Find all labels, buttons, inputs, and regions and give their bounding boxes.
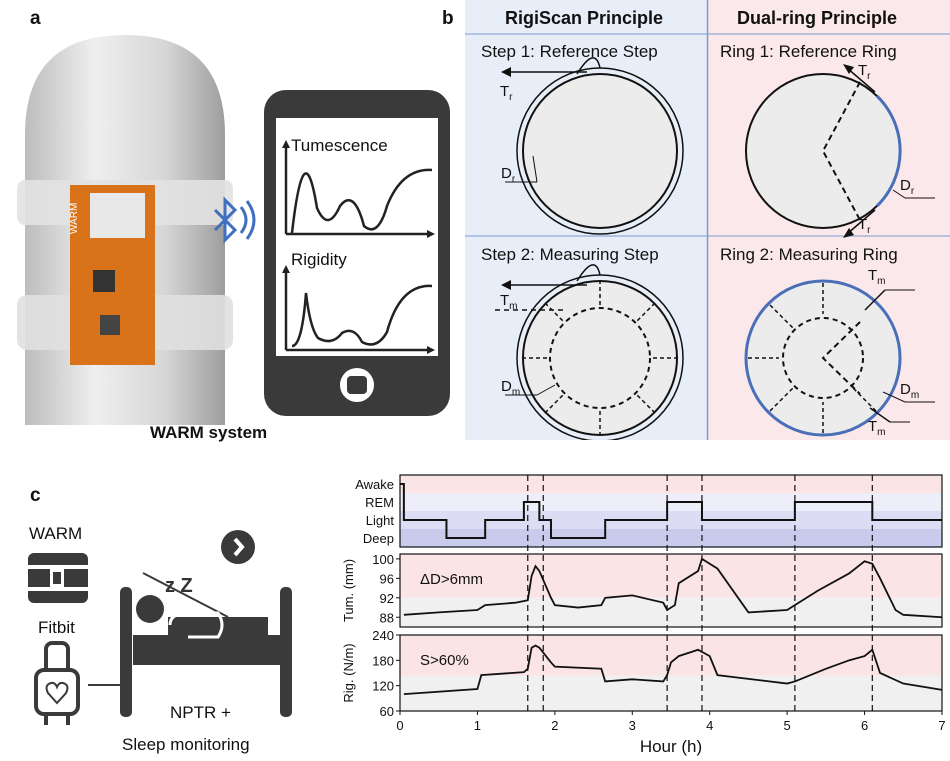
hypnogram-stage-label: Awake xyxy=(355,477,394,492)
tumescence-ylabel: Tum. (mm) xyxy=(341,559,356,622)
x-tick-label: 3 xyxy=(629,718,636,733)
zzz-text: z Z xyxy=(165,575,193,597)
tumescence-ytick-label: 88 xyxy=(380,610,394,625)
phone-bottom-plot-label: Rigidity xyxy=(291,250,347,269)
chip-text: WARM xyxy=(69,203,80,234)
phone-illustration xyxy=(264,90,450,416)
tm-label-step2: Tm xyxy=(500,292,518,312)
fitbit-watch-icon xyxy=(34,641,80,725)
dr-label-ring1: Dr xyxy=(900,177,915,197)
tumescence-ytick-label: 100 xyxy=(372,552,394,567)
dr-label-step1: Dr xyxy=(501,165,516,185)
x-tick-label: 4 xyxy=(706,718,713,733)
x-tick-label: 7 xyxy=(938,718,945,733)
tumescence-frame xyxy=(399,553,943,628)
bluetooth-icon xyxy=(213,196,256,244)
tr-label-ring1-bottom: Tr xyxy=(858,216,871,236)
step2-label: Step 2: Measuring Step xyxy=(481,245,659,264)
tumescence-line xyxy=(403,557,943,619)
rigidity-ylabel: Rig. (N/m) xyxy=(341,643,356,702)
x-tick-label: 5 xyxy=(784,718,791,733)
tr-label-ring1-top: Tr xyxy=(858,62,871,82)
rigidity-ytick-label: 180 xyxy=(372,653,394,668)
tm-label-ring2-top: Tm xyxy=(868,267,886,287)
sleep-monitoring-caption: Sleep monitoring xyxy=(122,735,250,754)
hypnogram-stage-label: REM xyxy=(365,495,394,510)
panel-b-letter: b xyxy=(442,8,454,29)
rigidity-ytick-label: 60 xyxy=(380,704,394,719)
tumescence-above-threshold xyxy=(400,554,942,598)
ring2-label: Ring 2: Measuring Ring xyxy=(720,245,898,264)
dm-label-ring2: Dm xyxy=(900,381,920,401)
panel-c-letter: c xyxy=(30,485,41,506)
clock-icon xyxy=(221,530,255,564)
heart-icon xyxy=(45,681,69,705)
tr-label-step1: Tr xyxy=(500,83,513,103)
x-tick-label: 0 xyxy=(396,718,403,733)
tumescence-annotation: ΔD>6mm xyxy=(420,571,483,588)
rigiscan-header: RigiScan Principle xyxy=(505,8,664,28)
dual-ring-header: Dual-ring Principle xyxy=(737,8,898,28)
tumescence-ytick-label: 92 xyxy=(380,591,394,606)
warm-device-label: WARM xyxy=(29,524,83,543)
tumescence-below-threshold xyxy=(400,597,942,627)
x-tick-label: 6 xyxy=(861,718,868,733)
warm-device-illustration: WARM xyxy=(17,35,233,425)
tm-label-ring2-bottom: Tm xyxy=(868,418,886,438)
hypnogram-band xyxy=(400,529,942,547)
dm-label-step2: Dm xyxy=(501,378,521,398)
x-tick-label: 1 xyxy=(474,718,481,733)
rigidity-below-threshold xyxy=(400,675,942,711)
hypnogram-stage-label: Light xyxy=(366,513,395,528)
hypnogram-band xyxy=(400,475,942,493)
hypnogram-band xyxy=(400,511,942,529)
fitbit-label: Fitbit xyxy=(38,618,75,637)
rigidity-above-threshold xyxy=(400,635,942,676)
phone-top-plot-label: Tumescence xyxy=(291,136,388,155)
rigidity-line xyxy=(403,644,943,696)
x-axis-label: Hour (h) xyxy=(640,737,702,756)
hypnogram-frame xyxy=(399,474,943,548)
x-tick-label: 2 xyxy=(551,718,558,733)
warm-ring-icon xyxy=(28,553,88,603)
tumescence-ytick-label: 96 xyxy=(380,571,394,586)
rigidity-annotation: S>60% xyxy=(420,652,469,669)
panel-a-letter: a xyxy=(30,8,41,29)
panel-a-caption: WARM system xyxy=(150,423,268,442)
hypnogram-stage-label: Deep xyxy=(363,531,394,546)
step1-label: Step 1: Reference Step xyxy=(481,42,658,61)
panel-b-diagram xyxy=(465,0,950,440)
sleep-scene-illustration xyxy=(28,530,292,725)
rigidity-ytick-label: 120 xyxy=(372,679,394,694)
ring1-label: Ring 1: Reference Ring xyxy=(720,42,897,61)
rigidity-ytick-label: 240 xyxy=(372,628,394,643)
rigidity-frame xyxy=(399,634,943,712)
nptr-caption: NPTR + xyxy=(170,703,231,722)
